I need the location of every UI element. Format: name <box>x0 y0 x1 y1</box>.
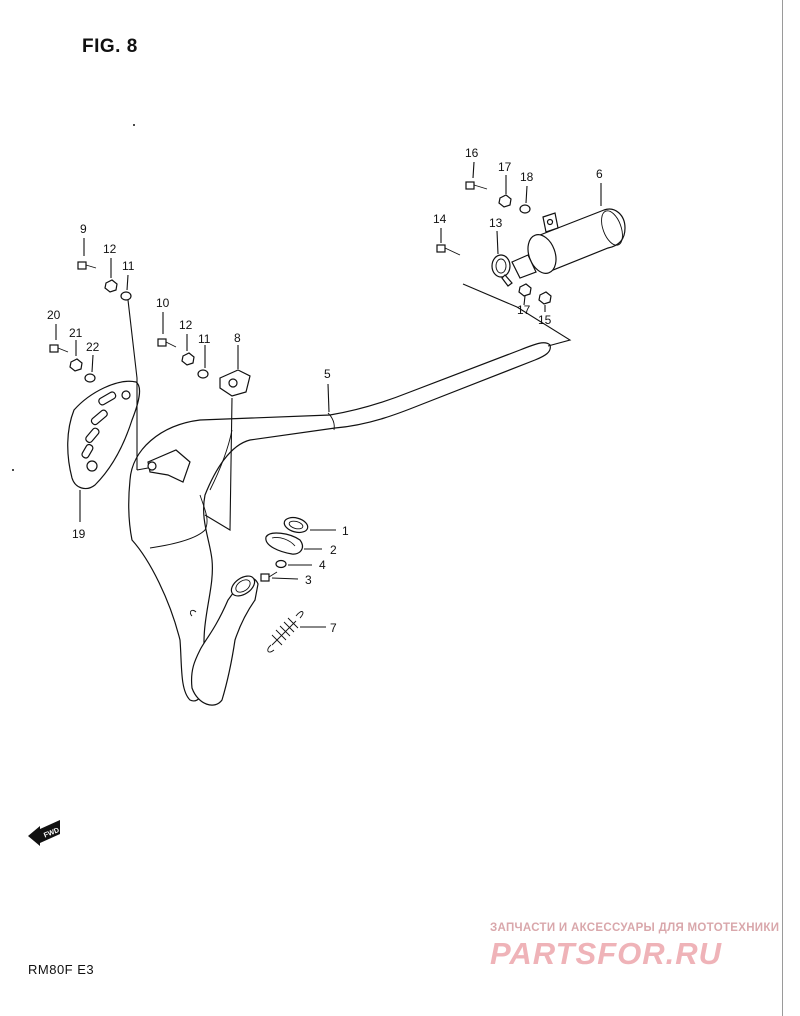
callout-12: 12 <box>179 318 193 332</box>
callout-8: 8 <box>234 331 241 345</box>
forward-arrow-icon: FWD <box>28 820 60 846</box>
callout-20: 20 <box>47 308 61 322</box>
callout-7: 7 <box>330 621 337 635</box>
page-frame-line <box>782 0 783 1016</box>
callout-14: 14 <box>433 212 447 226</box>
muffler-clamp <box>491 254 513 287</box>
watermark-logo: PARTSFOR.RU <box>490 936 723 971</box>
callout-17: 17 <box>517 303 531 317</box>
callout-17-top: 17 <box>498 160 512 174</box>
mount-bracket <box>219 369 251 397</box>
callout-16: 16 <box>465 146 479 160</box>
callout-3: 3 <box>305 573 312 587</box>
exhaust-diagram: FWD 9 12 11 10 12 11 8 20 21 22 19 5 1 2… <box>12 124 626 846</box>
callout-5: 5 <box>324 367 331 381</box>
callout-21: 21 <box>69 326 83 340</box>
callout-4: 4 <box>319 558 326 572</box>
callout-9: 9 <box>80 222 87 236</box>
exhaust-spring <box>267 611 304 653</box>
heat-shield <box>67 380 141 490</box>
callout-labels: 9 12 11 10 12 11 8 20 21 22 19 5 1 2 4 3… <box>47 146 603 635</box>
callout-12-top: 12 <box>103 242 117 256</box>
callout-11: 11 <box>198 332 211 346</box>
fasteners <box>49 181 552 582</box>
callout-1: 1 <box>342 524 349 538</box>
callout-19: 19 <box>72 527 86 541</box>
silencer-muffler <box>511 208 626 279</box>
gaskets <box>265 516 309 555</box>
watermark-tagline: ЗАПЧАСТИ И АКСЕССУАРЫ ДЛЯ МОТОТЕХНИКИ <box>490 922 780 934</box>
callout-15: 15 <box>538 313 552 327</box>
figure-title: FIG. 8 <box>82 36 138 57</box>
callout-6: 6 <box>596 167 603 181</box>
expansion-chamber <box>128 342 551 706</box>
callout-11-top: 11 <box>122 259 135 273</box>
callout-13: 13 <box>489 216 503 230</box>
callout-10: 10 <box>156 296 170 310</box>
callout-22: 22 <box>86 340 100 354</box>
callout-18: 18 <box>520 170 534 184</box>
leader-lines <box>55 161 602 628</box>
callout-2: 2 <box>330 543 337 557</box>
model-code: RM80F E3 <box>28 962 95 977</box>
